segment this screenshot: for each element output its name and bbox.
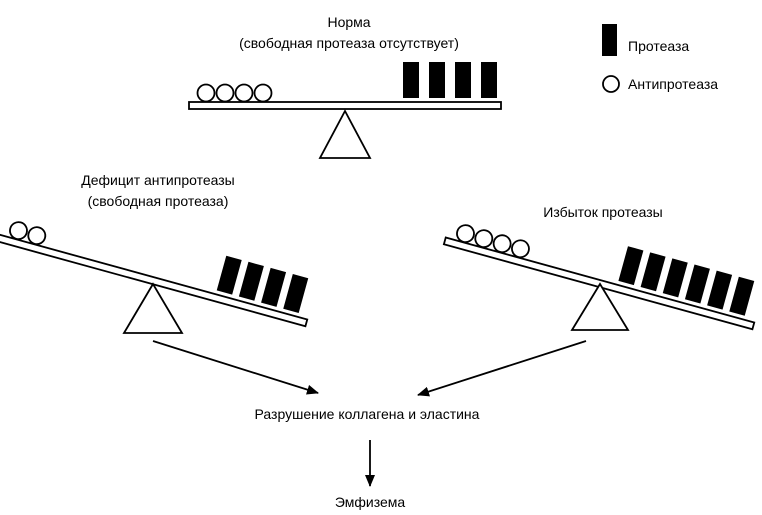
balance-beam bbox=[0, 233, 309, 328]
normal-title: Норма bbox=[327, 14, 370, 30]
protease-block bbox=[729, 276, 755, 316]
deficit-subtitle: (свободная протеаза) bbox=[88, 193, 229, 209]
arrow-right-to-destruction bbox=[417, 340, 587, 397]
balance-beam bbox=[188, 101, 502, 110]
protease-block bbox=[481, 62, 497, 98]
legend-protease-label: Протеаза bbox=[628, 38, 689, 54]
antiprotease-group bbox=[196, 83, 273, 103]
protease-group bbox=[216, 255, 309, 313]
protease-block bbox=[455, 62, 471, 98]
protease-block bbox=[283, 274, 309, 313]
legend-antiprotease-label: Антипротеаза bbox=[628, 76, 718, 92]
protease-block bbox=[403, 62, 419, 98]
antiprotease-ball bbox=[215, 83, 235, 103]
protease-block bbox=[662, 258, 688, 298]
antiprotease-ball bbox=[27, 226, 47, 246]
excess-title: Избыток протеазы bbox=[543, 204, 662, 220]
fulcrum-triangle bbox=[122, 282, 184, 334]
antiprotease-ball bbox=[456, 224, 475, 244]
antiprotease-ball bbox=[196, 83, 216, 103]
deficit-scale: Дефицит антипротеазы (свободная протеаза… bbox=[0, 172, 309, 334]
fulcrum-triangle bbox=[570, 282, 630, 331]
antiprotease-group bbox=[456, 224, 530, 259]
deficit-title: Дефицит антипротеазы bbox=[81, 172, 235, 188]
protease-block bbox=[216, 255, 242, 295]
excess-beam bbox=[442, 224, 756, 331]
protease-block bbox=[261, 267, 287, 307]
protease-block bbox=[618, 246, 644, 286]
protease-block bbox=[238, 261, 264, 301]
antiprotease-ball bbox=[9, 221, 28, 241]
legend-antiprotease-swatch bbox=[602, 75, 620, 93]
destruction-label: Разрушение коллагена и эластина bbox=[255, 406, 480, 422]
emphysema-label: Эмфизема bbox=[335, 494, 406, 510]
antiprotease-ball bbox=[492, 234, 512, 254]
antiprotease-group bbox=[9, 221, 47, 246]
antiprotease-ball bbox=[234, 83, 254, 103]
arrow-left-to-destruction bbox=[152, 340, 319, 395]
normal-beam bbox=[188, 62, 502, 110]
fulcrum-triangle bbox=[318, 109, 372, 159]
normal-subtitle: (свободная протеаза отсутствует) bbox=[239, 35, 459, 51]
protease-block bbox=[707, 270, 733, 310]
protease-group bbox=[403, 62, 497, 98]
antiprotease-ball bbox=[474, 229, 494, 249]
antiprotease-ball bbox=[511, 239, 530, 259]
protease-block bbox=[640, 252, 666, 292]
protease-block bbox=[429, 62, 445, 98]
legend-protease-swatch bbox=[602, 24, 617, 56]
antiprotease-ball bbox=[253, 83, 273, 103]
normal-scale: Норма (свободная протеаза отсутствует) bbox=[188, 14, 502, 159]
protease-group bbox=[618, 246, 755, 316]
legend: Протеаза Антипротеаза bbox=[602, 24, 718, 93]
deficit-beam bbox=[0, 221, 309, 328]
excess-scale: Избыток протеазы bbox=[442, 204, 756, 331]
protease-block bbox=[684, 264, 710, 304]
